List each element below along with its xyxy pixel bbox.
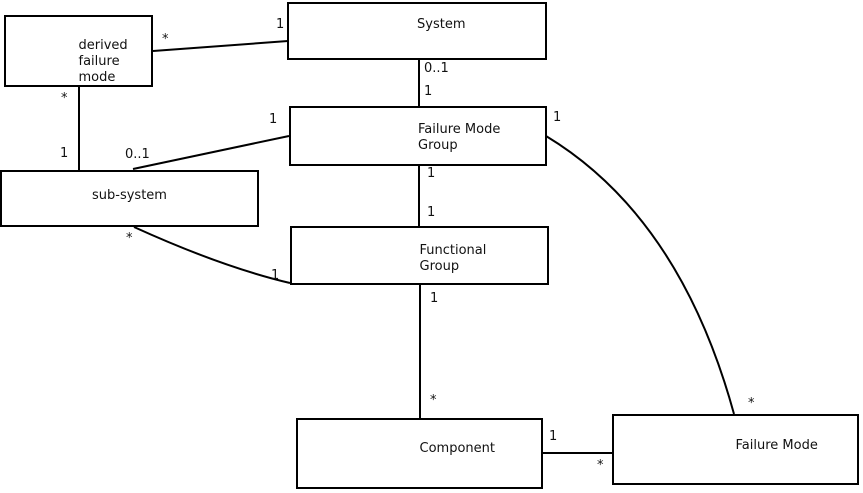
multiplicity-derived-system-near-system: 1 — [276, 17, 285, 32]
node-label: derived failure mode — [78, 38, 128, 85]
multiplicity-derived-subsystem-near-subsystem: 1 — [60, 146, 69, 161]
multiplicity-fmg-subsystem-near-subsystem: 0..1 — [125, 147, 150, 162]
edge-derived-to-system — [152, 40, 289, 52]
node-system: System — [287, 2, 547, 60]
edge-subsystem-to-fg — [133, 226, 291, 284]
multiplicity-system-fmg-near-system: 0..1 — [424, 61, 449, 76]
node-functional-group: Functional Group — [290, 226, 549, 285]
node-label: Functional Group — [419, 243, 487, 274]
node-failure-mode: Failure Mode — [612, 414, 859, 485]
multiplicity-component-fm-near-component: 1 — [549, 429, 558, 444]
multiplicity-derived-subsystem-near-derived: * — [61, 91, 68, 106]
node-derived-failure-mode: derived failure mode — [4, 15, 153, 87]
multiplicity-component-fm-near-fm: * — [597, 458, 604, 473]
node-component: Component — [296, 418, 543, 489]
edge-fmg-to-subsystem — [132, 135, 290, 170]
node-label: Failure Mode Group — [418, 122, 501, 153]
multiplicity-subsystem-fg-near-subsystem: * — [126, 231, 133, 246]
edge-fmg-to-fm — [545, 135, 735, 415]
node-failure-mode-group: Failure Mode Group — [289, 106, 547, 166]
node-label: Failure Mode — [735, 438, 818, 453]
multiplicity-fmg-fg-near-fg: 1 — [427, 205, 436, 220]
node-label: System — [417, 17, 466, 32]
multiplicity-subsystem-fg-near-fg: 1 — [271, 268, 280, 283]
multiplicity-fmg-subsystem-near-fmg: 1 — [269, 112, 278, 127]
multiplicity-system-fmg-near-fmg: 1 — [424, 84, 433, 99]
node-label: Component — [419, 441, 495, 456]
multiplicity-fg-component-near-fg: 1 — [430, 291, 439, 306]
multiplicity-fmg-fm-near-fmg: 1 — [553, 110, 562, 125]
node-label: sub-system — [92, 188, 167, 203]
multiplicity-fmg-fm-near-fm: * — [748, 396, 755, 411]
multiplicity-fmg-fg-near-fmg: 1 — [427, 166, 436, 181]
multiplicity-derived-system-near-derived: * — [162, 32, 169, 47]
multiplicity-fg-component-near-component: * — [430, 393, 437, 408]
node-sub-system: sub-system — [0, 170, 259, 227]
